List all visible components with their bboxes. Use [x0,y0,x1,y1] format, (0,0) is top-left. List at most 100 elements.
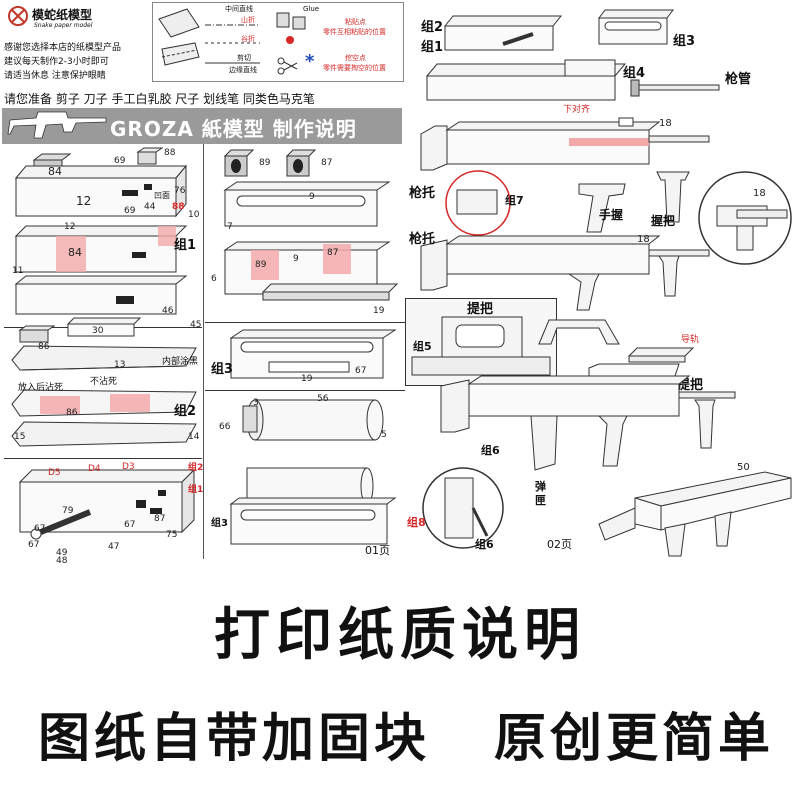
group3-assembled [229,467,397,545]
num-12a: 12 [76,194,92,208]
page1-group1-parts: 84 69 88 76 12 44 69 88 10 12 11 84 凹面 组… [4,146,204,316]
num-86a: 86 [38,342,50,352]
num-67c: 67 [34,524,46,534]
p2-barrel-assembly [425,59,720,101]
num-3: 3 [253,398,259,408]
num-44: 44 [144,202,156,212]
legend-glue-point: 粘贴点 [345,18,366,26]
handguard-long [11,345,197,371]
num-87b: 87 [327,248,339,258]
p2-handle-label-b: 提把 [677,378,704,393]
p2-receiver-stock [420,117,710,171]
page1-mid-divider-2 [205,390,405,391]
num-d5: D5 [48,468,61,478]
receiver-middle [14,225,188,273]
part-87-cube [285,149,317,177]
num-19a: 19 [373,306,385,316]
p2-assembled-rifle [420,235,710,311]
receiver-top [14,164,188,218]
p2-rail-label: 导轨 [681,335,700,345]
legend-mountain: 山折 [241,16,255,24]
p2-stock-label-b: 枪托 [409,232,436,247]
num-89a: 89 [259,158,271,168]
brand-name: 模蛇纸模型 [32,8,93,22]
page1-divider-2 [4,458,202,459]
num-67m: 67 [355,366,367,376]
page1-mid-column: 89 87 9 7 89 9 87 6 19 组3 67 19 3 56 66 … [205,144,405,560]
legend-valley: 谷折 [241,35,255,43]
legend-hollow-point-sub: 零件需要掏空的位置 [323,64,386,72]
fold-illustration [158,8,200,66]
legend-edge: 边缘直线 [229,66,257,74]
logo-icon [8,6,28,26]
p2-group3-label: 组3 [673,34,696,49]
num-9a: 9 [309,192,315,202]
footer-line-left: 图纸自带加固块 [38,709,431,769]
rifle-silhouette-icon [7,111,107,139]
legend-hollow-point: 挖空点 [345,54,366,62]
bracket-9 [223,181,391,227]
assembly-receiver [18,468,196,534]
num-87: 87 [154,514,166,524]
fold-lines [205,24,260,64]
num-5: 5 [381,430,387,440]
footer-line-right: 原创更简单 [494,709,775,769]
num-d4: D4 [88,464,101,474]
note-concave: 凹面 [154,191,170,200]
note-glue-after: 放入后沾死 [18,383,64,393]
assembly-group1-label: 组1 [188,485,204,495]
page1-assembly: D5 D4 D3 组2 组1 79 67 87 67 75 47 49 48 6… [4,456,204,566]
strip-19 [261,283,399,301]
num-12b: 12 [64,222,76,232]
num-11: 11 [12,266,24,276]
num-88b: 88 [172,202,185,212]
p2-finished-rifle [598,471,792,557]
glue-illustration [276,12,306,30]
charging-lever [30,509,92,540]
num-84: 84 [48,165,62,178]
legend-cut: 剪切 [237,54,251,62]
group1-label: 组1 [174,238,197,253]
note-no-glue: 不沾死 [90,377,118,387]
group3-body [229,329,397,379]
page1-mid-divider-1 [205,322,405,323]
handguard-piece-30 [66,317,142,337]
num-19b: 19 [301,374,313,384]
num-67a: 67 [124,520,136,530]
p2-group4-label: 组4 [623,66,646,81]
num-76: 76 [174,186,186,196]
title-banner: GROZA 紙模型 制作说明 [2,108,402,144]
p2-barrel-detail [698,171,792,265]
p2-num-18b: 18 [753,188,766,199]
p2-barrel-label: 枪管 [725,72,752,87]
p2-num-18c: 18 [637,234,650,245]
cylinder-56 [242,399,384,441]
banner-text: GROZA 紙模型 制作说明 [110,117,357,141]
p2-handle-label-a: 提把 [467,302,494,317]
page2-label: 02页 [547,538,572,551]
intro-line-2: 建议每天制作2-3小时即可 [4,57,109,67]
num-86b: 86 [66,408,78,418]
num-13: 13 [114,360,126,370]
p2-pistol-grip [578,183,626,233]
num-15: 15 [14,432,26,442]
num-49: 49 [56,548,68,558]
group3-label-bottom: 组3 [211,518,228,529]
group2-label: 组2 [174,404,197,419]
p2-stock-detail [445,170,511,236]
p2-hand-grip-label: 手握 [599,208,624,222]
num-10: 10 [188,210,200,220]
asterisk-icon: * [305,51,315,72]
num-d3: D3 [122,462,135,472]
num-75: 75 [166,530,178,540]
p2-grip-label: 握把 [651,214,676,228]
p2-group2-label: 组2 [421,20,444,35]
p2-stock-detail-b [422,467,504,549]
intro-line-1: 感谢您选择本店的纸模型产品 [4,43,122,53]
p2-magazine-label: 弹匣 [535,480,546,507]
assembly-group2-label: 组2 [188,463,204,473]
num-46: 46 [162,306,174,316]
part-88-block [136,147,164,165]
intro-line-3: 请适当休息 注意保护眼睛 [4,71,106,81]
scissors-icon [277,57,298,75]
